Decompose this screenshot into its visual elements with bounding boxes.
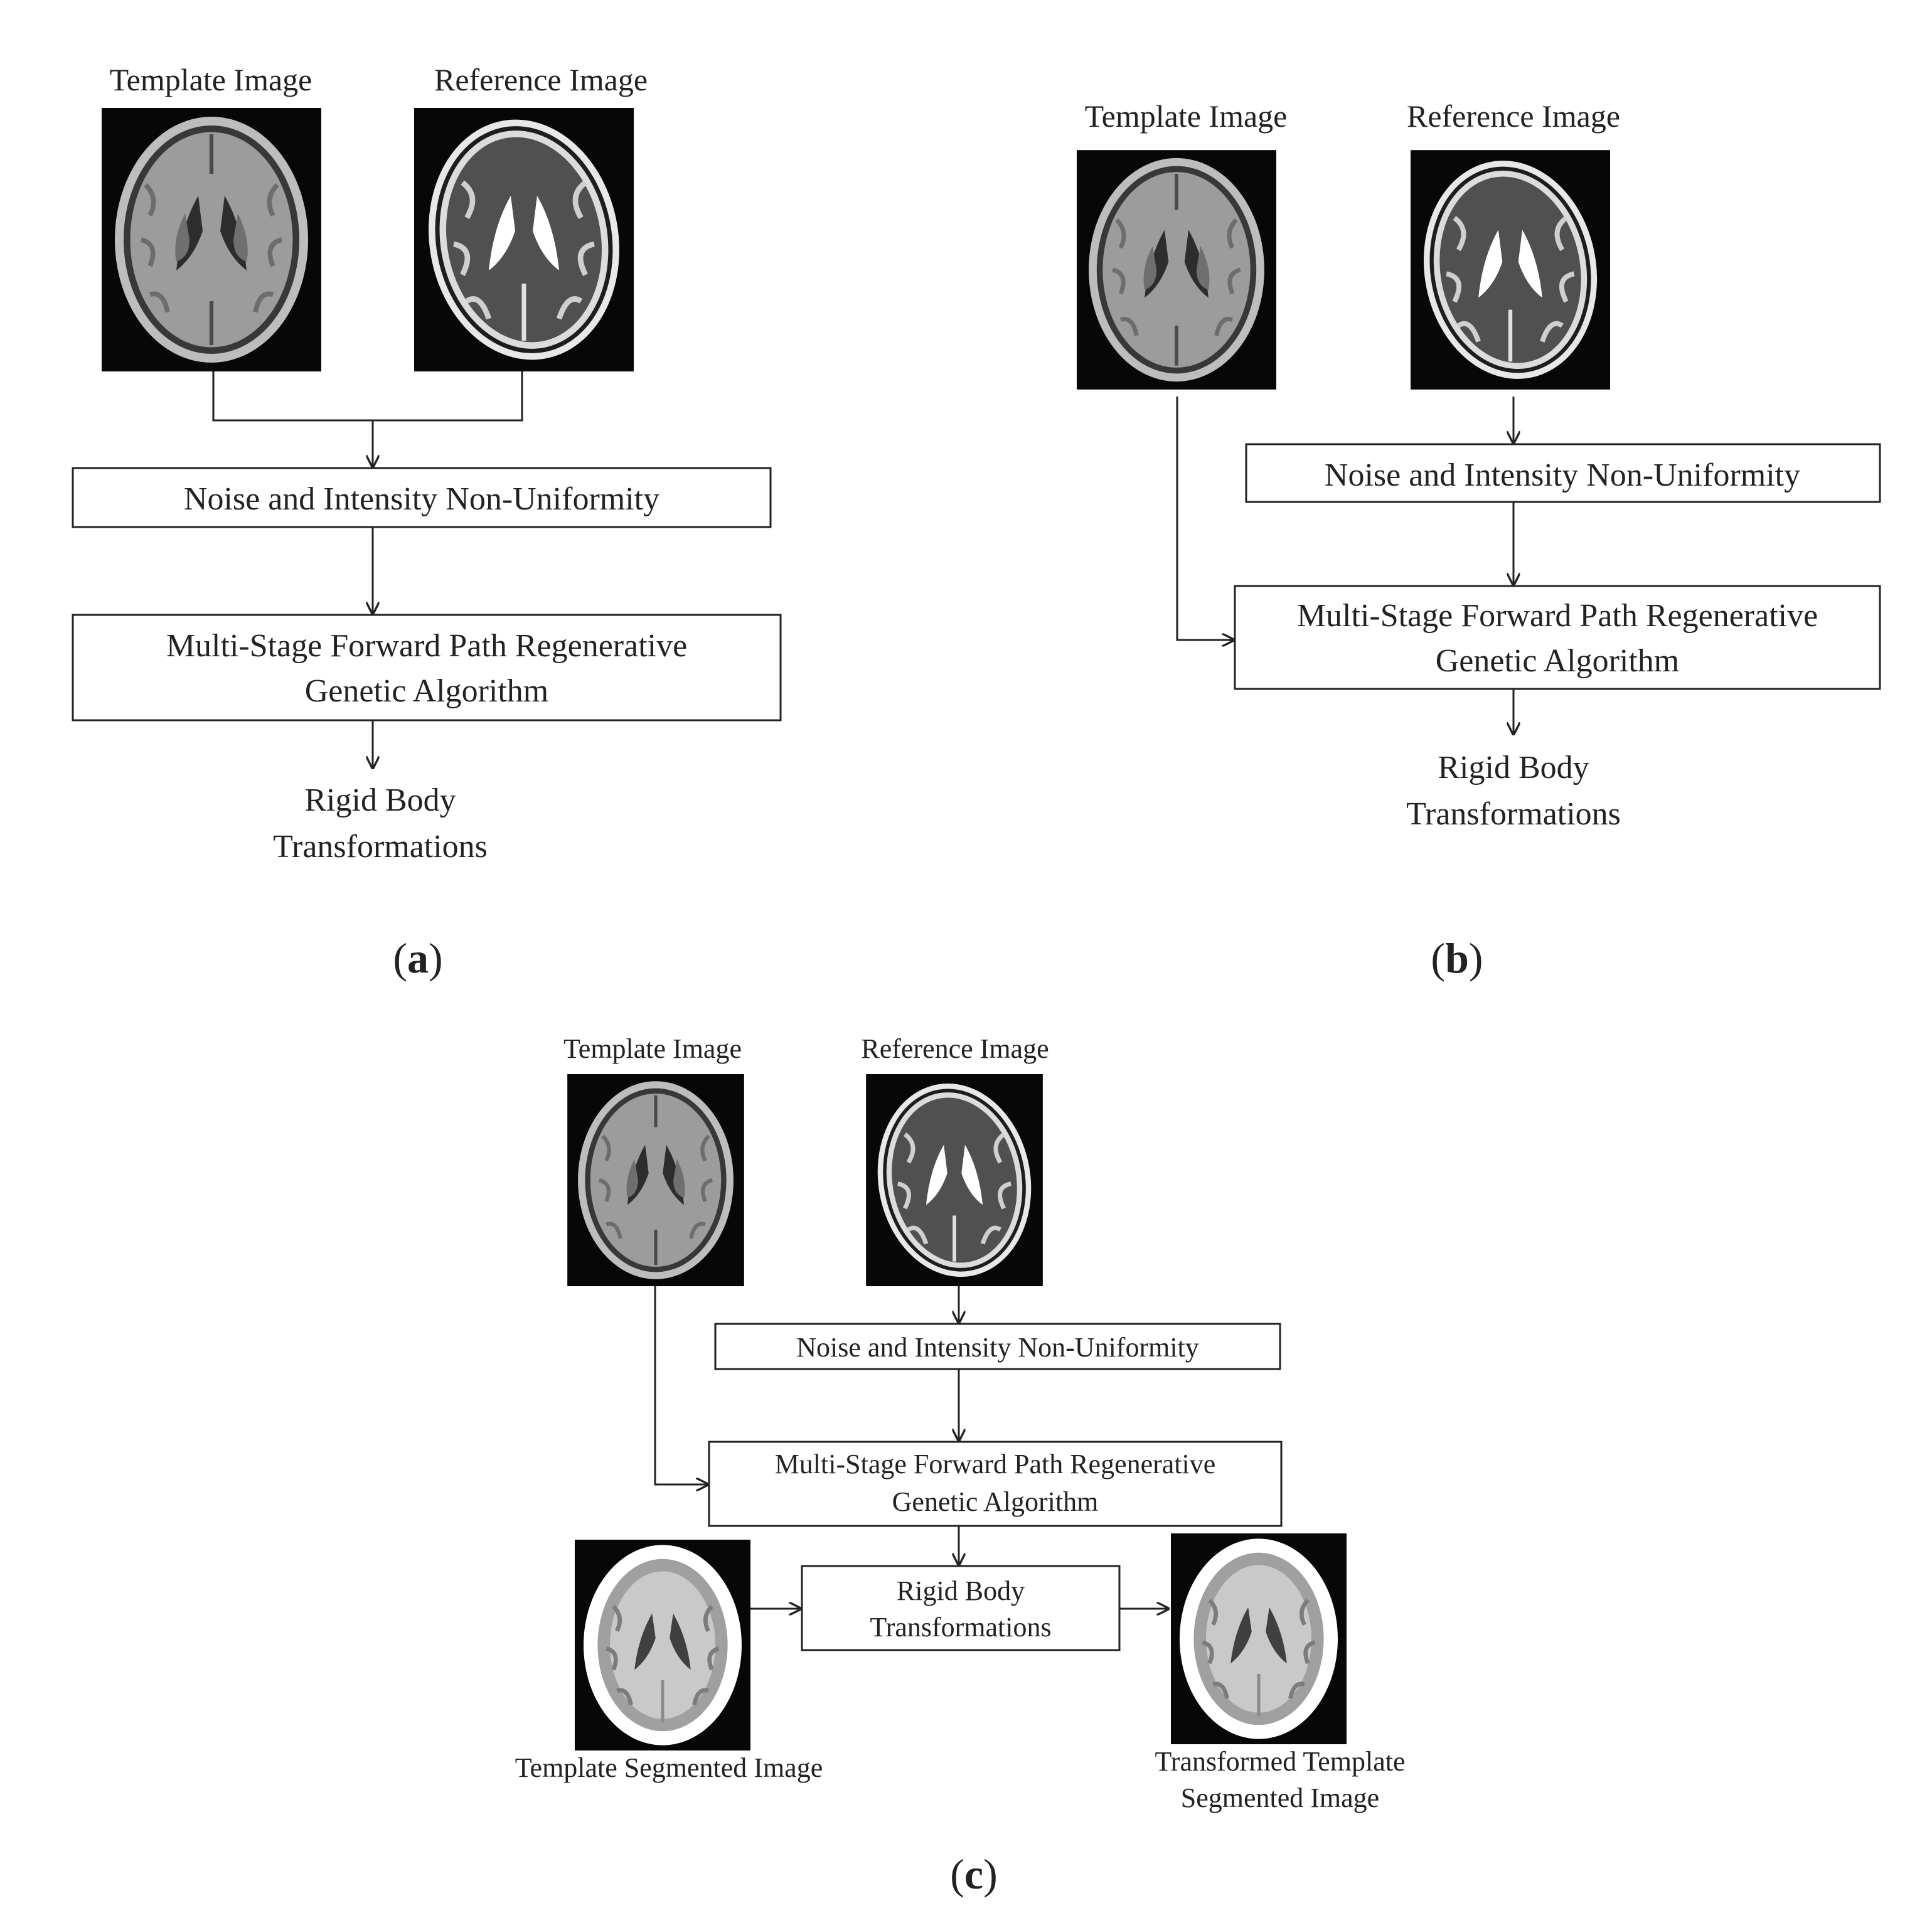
rigid-body-box — [801, 1565, 1121, 1651]
brain-t1-icon — [102, 108, 321, 371]
panel-label-a: (a) — [393, 934, 442, 982]
brain-t1-icon — [567, 1074, 744, 1286]
genetic-algorithm-label-line1: Multi-Stage Forward Path Regenerative — [775, 1449, 1216, 1479]
genetic-algorithm-label-line1: Multi-Stage Forward Path Regenerative — [166, 628, 687, 664]
brain-t2-icon — [1407, 147, 1614, 393]
transformed-segmented-caption-line1: Transformed Template — [1155, 1746, 1406, 1777]
merge-connector — [212, 371, 523, 422]
reference-image-title: Reference Image — [1407, 99, 1620, 134]
rigid-body-label-line2: Transformations — [870, 1612, 1051, 1643]
panel-a: Template Image Reference Image Noise and… — [72, 62, 782, 982]
template-to-ga-connector — [1176, 397, 1234, 640]
brain-t1-icon — [1077, 150, 1276, 390]
brain-segmented-icon — [1171, 1533, 1347, 1744]
genetic-algorithm-label-line2: Genetic Algorithm — [305, 673, 548, 709]
noise-intensity-box — [72, 467, 772, 528]
noise-intensity-label: Noise and Intensity Non-Uniformity — [1325, 457, 1800, 493]
rigid-body-label-line1: Rigid Body — [304, 782, 456, 818]
panel-b: Template Image Reference Image Noise and… — [1077, 99, 1881, 982]
template-image-title: Template Image — [563, 1033, 742, 1064]
panel-letter-a: a — [407, 934, 429, 982]
rigid-body-label-line2: Transformations — [273, 829, 488, 865]
genetic-algorithm-box — [1234, 585, 1881, 690]
reference-image-title: Reference Image — [861, 1033, 1049, 1064]
noise-intensity-box — [1245, 443, 1881, 503]
noise-intensity-label: Noise and Intensity Non-Uniformity — [184, 481, 659, 517]
genetic-algorithm-label-line1: Multi-Stage Forward Path Regenerative — [1297, 598, 1818, 634]
panel-letter-b: b — [1445, 934, 1469, 982]
rigid-body-label-line1: Rigid Body — [1438, 750, 1589, 786]
panel-label-c: (c) — [950, 1850, 998, 1898]
template-image-title: Template Image — [1085, 99, 1288, 134]
brain-t2-icon — [863, 1071, 1046, 1289]
template-segmented-caption: Template Segmented Image — [515, 1752, 823, 1783]
noise-intensity-label: Noise and Intensity Non-Uniformity — [796, 1332, 1199, 1363]
panel-c: Template Image Reference Image Noise and… — [515, 1033, 1406, 1898]
reference-image-title: Reference Image — [434, 62, 648, 97]
transformed-segmented-caption-line2: Segmented Image — [1181, 1782, 1379, 1813]
brain-segmented-icon — [575, 1540, 750, 1750]
brain-t2-icon — [410, 104, 638, 375]
panel-letter-c: c — [964, 1850, 983, 1898]
genetic-algorithm-label-line2: Genetic Algorithm — [1436, 643, 1679, 679]
panel-label-b: (b) — [1431, 934, 1483, 982]
noise-intensity-box — [714, 1323, 1281, 1370]
rigid-body-label-line2: Transformations — [1406, 796, 1621, 832]
template-image-title: Template Image — [110, 62, 312, 97]
genetic-algorithm-box — [72, 614, 782, 722]
rigid-body-label-line1: Rigid Body — [897, 1575, 1025, 1606]
genetic-algorithm-box — [708, 1441, 1283, 1527]
genetic-algorithm-label-line2: Genetic Algorithm — [892, 1486, 1099, 1517]
template-to-ga-connector — [654, 1286, 708, 1484]
